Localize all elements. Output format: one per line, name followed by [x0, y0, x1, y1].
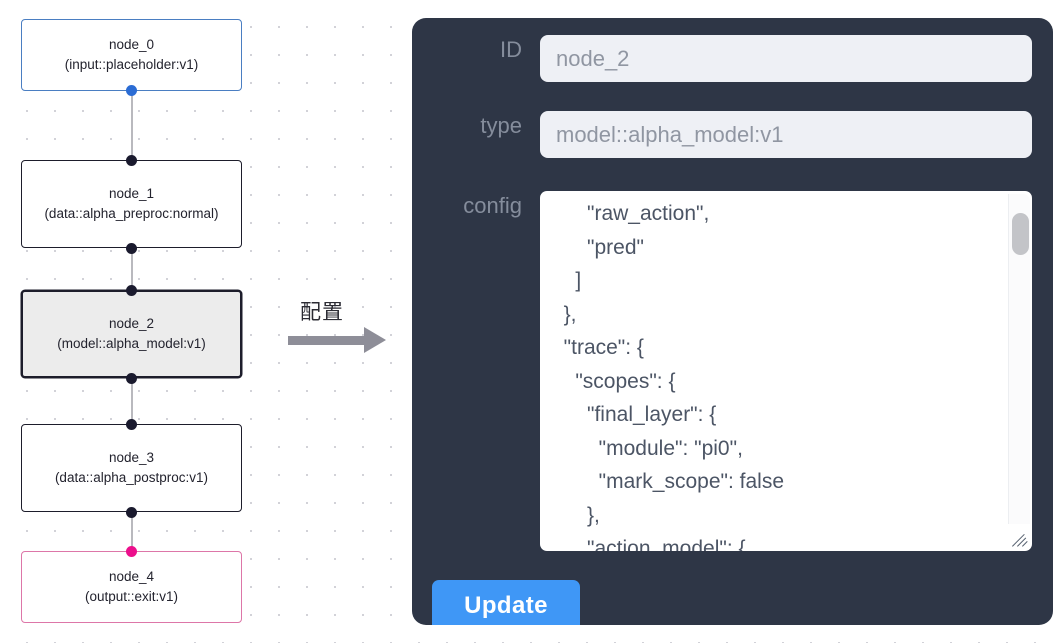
id-label: ID	[500, 37, 522, 62]
graph-node-node_3[interactable]: node_3 (data::alpha_postproc:v1)	[21, 424, 242, 512]
type-input[interactable]	[540, 111, 1032, 158]
edge-node0-node1	[131, 88, 133, 160]
node-subtitle: (data::alpha_preproc:normal)	[44, 206, 219, 221]
id-input[interactable]	[540, 35, 1032, 82]
node_0-output-port[interactable]	[126, 85, 137, 96]
node-title: node_2	[108, 316, 155, 331]
update-button[interactable]: Update	[432, 580, 580, 625]
node-title: node_3	[108, 450, 155, 465]
node-title: node_0	[108, 37, 155, 52]
config-textarea-wrapper	[540, 191, 1032, 551]
graph-node-node_0[interactable]: node_0 (input::placeholder:v1)	[21, 19, 242, 91]
type-label: type	[480, 113, 522, 138]
graph-node-node_1[interactable]: node_1 (data::alpha_preproc:normal)	[21, 160, 242, 248]
node-title: node_4	[108, 569, 155, 584]
config-textarea[interactable]	[540, 191, 1032, 551]
edge-node1-node2	[131, 248, 133, 296]
node-subtitle: (output::exit:v1)	[84, 589, 179, 604]
type-field-row: type	[420, 111, 1032, 158]
node_1-input-port[interactable]	[126, 155, 137, 166]
node-subtitle: (input::placeholder:v1)	[64, 57, 199, 72]
node-subtitle: (model::alpha_model:v1)	[57, 336, 206, 351]
node_2-output-port[interactable]	[126, 373, 137, 384]
resize-handle-icon[interactable]	[1009, 529, 1029, 549]
edge-node2-node3	[131, 372, 133, 420]
node-title: node_1	[108, 186, 155, 201]
node_4-input-port[interactable]	[126, 546, 137, 557]
graph-node-node_4[interactable]: node_4 (output::exit:v1)	[21, 551, 242, 623]
node-subtitle: (data::alpha_postproc:v1)	[54, 470, 209, 485]
node_2-input-port[interactable]	[126, 285, 137, 296]
transition-label: 配置	[300, 301, 344, 324]
right-arrow-icon	[288, 336, 368, 345]
node_3-output-port[interactable]	[126, 507, 137, 518]
config-scrollbar-thumb[interactable]	[1012, 213, 1029, 255]
right-arrow-head-icon	[364, 327, 386, 353]
node_3-input-port[interactable]	[126, 419, 137, 430]
transition-annotation: 配置	[286, 296, 396, 366]
node-config-panel: ID type config Update	[412, 18, 1053, 625]
id-field-row: ID	[420, 35, 1032, 82]
config-field-row: config	[420, 191, 1032, 551]
flow-graph-canvas[interactable]: node_0 (input::placeholder:v1) node_1 (d…	[0, 0, 400, 643]
node_1-output-port[interactable]	[126, 243, 137, 254]
config-label: config	[463, 193, 522, 218]
config-scrollbar[interactable]	[1008, 194, 1030, 524]
edge-node3-node4	[131, 508, 133, 550]
graph-node-node_2[interactable]: node_2 (model::alpha_model:v1)	[21, 290, 242, 378]
